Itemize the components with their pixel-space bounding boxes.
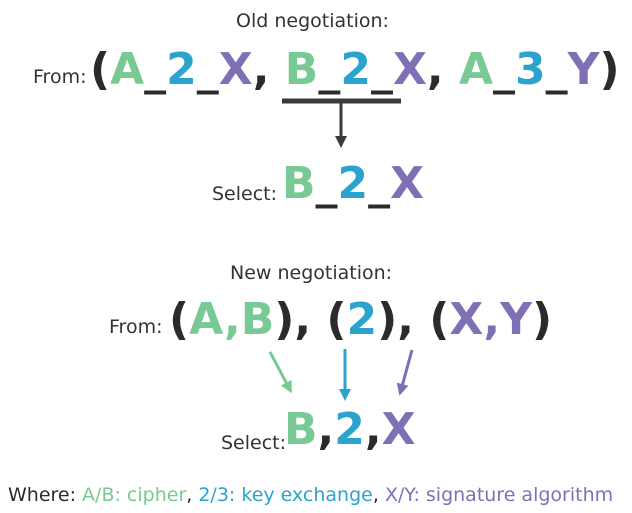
cipher-token: B [284,404,318,455]
separator: _ [370,44,393,95]
legend-prefix: Where: [8,484,83,506]
new-negotiation-heading: New negotiation: [230,262,393,284]
old-offer-list: (A_2_X, B_2_X, A_3_Y) [90,44,620,95]
signature-token: Y [500,294,532,345]
cipher-token: A [189,294,224,345]
separator: _ [144,44,167,95]
signature-token: X [392,44,427,95]
key-exchange-token: 2 [346,294,378,345]
key-exchange-token: 3 [515,44,546,95]
legend-separator: , [372,484,385,506]
old-from-label: From: [33,66,87,88]
close-paren: ) [531,294,553,345]
separator: _ [368,158,391,209]
separator: _ [493,44,515,95]
key-exchange-token: 2 [340,44,371,95]
open-paren: ( [169,294,190,345]
legend-signature: X/Y: signature algorithm [384,484,614,506]
legend-key-exchange: 2/3: key exchange [198,484,373,506]
open-paren: ( [90,44,111,95]
signature-token: X [381,404,416,455]
cipher-token: A [110,44,145,95]
comma: , [223,294,241,345]
comma: , [483,294,501,345]
separator: _ [545,44,568,95]
signature-token: X [218,44,253,95]
signature-token: X [390,158,425,209]
new-selected-suite: B,2,X [284,404,416,455]
new-select-label: Select: [221,432,287,454]
comma: , [294,294,327,345]
signature-token: X [449,294,484,345]
signature-token: Y [567,44,600,95]
comma: , [364,404,382,455]
old-select-label: Select: [212,183,278,205]
old-negotiation-heading: Old negotiation: [236,10,389,32]
key-exchange-token: 2 [334,404,365,455]
separator: _ [315,158,338,209]
separator: _ [196,44,219,95]
old-selected-suite: B_2_X [282,158,424,209]
close-paren: ) [274,294,295,345]
key-exchange-token: 2 [166,44,197,95]
comma: , [397,294,430,345]
close-paren: ) [599,44,620,95]
comma: , [426,44,459,95]
cipher-arrow [268,351,292,394]
legend-separator: , [186,484,199,506]
comma: , [252,44,285,95]
separator: _ [318,44,341,95]
cipher-token: B [240,294,275,345]
legend-cipher: A/B: cipher [82,484,187,506]
legend: Where: A/B: cipher, 2/3: key exchange, X… [8,484,613,506]
cipher-token: B [282,158,316,209]
cipher-token: B [284,44,319,95]
signature-arrow [396,349,414,396]
open-paren: ( [326,294,347,345]
close-paren: ) [377,294,398,345]
new-offer-list: (A,B), (2), (X,Y) [169,294,552,345]
key-exchange-token: 2 [337,158,369,209]
new-from-label: From: [109,316,163,338]
open-paren: ( [429,294,450,345]
cipher-token: A [458,44,493,95]
comma: , [317,404,335,455]
